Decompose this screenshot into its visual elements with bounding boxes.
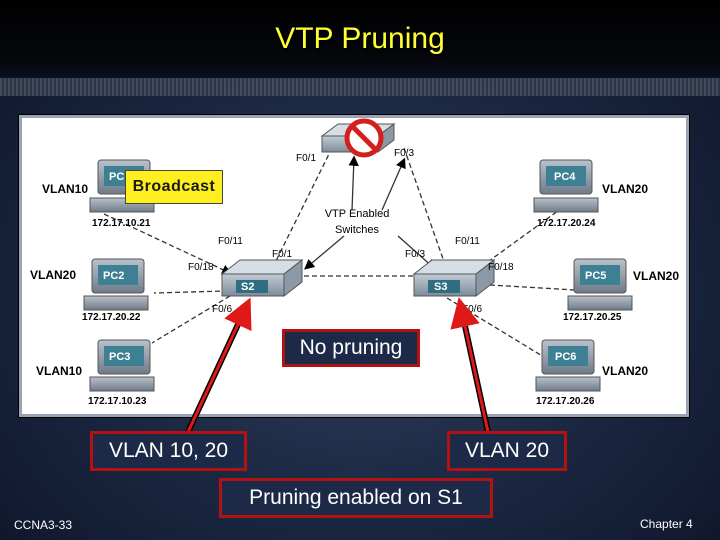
pc3-ip: 172.17.10.23 <box>88 396 147 407</box>
pc2-label: PC2 <box>103 270 125 282</box>
pc5-ip: 172.17.20.25 <box>563 312 622 323</box>
s3-port-f011: F0/11 <box>455 236 480 247</box>
pc4-ip: 172.17.20.24 <box>537 218 596 229</box>
pc1-vlan: VLAN10 <box>42 182 89 196</box>
pruning-enabled-callout: Pruning enabled on S1 <box>219 478 493 518</box>
network-diagram: S2 S3 PC1 PC2 PC3 PC4 PC5 PC6 VLAN10 VLA… <box>19 115 689 417</box>
pc3-vlan: VLAN10 <box>36 364 83 378</box>
pc1-ip: 172.17.10.21 <box>92 218 151 229</box>
footer-course-code: CCNA3-33 <box>14 518 73 532</box>
s1-port-right: F0/3 <box>394 148 415 159</box>
pc3-computer-icon <box>89 339 155 392</box>
switch-s2 <box>220 258 304 298</box>
pc2-vlan: VLAN20 <box>30 268 77 282</box>
pc2-ip: 172.17.20.22 <box>82 312 141 323</box>
switch-s3 <box>412 258 496 298</box>
s2-port-f01: F0/1 <box>272 249 293 260</box>
pc6-label: PC6 <box>555 351 577 363</box>
no-pruning-callout: No pruning <box>282 329 420 367</box>
pc6-vlan: VLAN20 <box>602 364 649 378</box>
pc2-computer-icon <box>83 258 149 311</box>
pc3-label: PC3 <box>109 351 131 363</box>
slide-title: VTP Pruning <box>275 22 445 55</box>
pc5-computer-icon <box>567 258 633 311</box>
pc6-ip: 172.17.20.26 <box>536 396 595 407</box>
s3-vlan-callout: VLAN 20 <box>447 431 567 471</box>
s3-port-f018: F0/18 <box>488 262 514 273</box>
diagram-graphics <box>83 118 633 392</box>
title-bar <box>0 0 720 78</box>
s3-port-f06: F0/6 <box>462 304 483 315</box>
pc6-computer-icon <box>535 339 601 392</box>
pc5-vlan: VLAN20 <box>633 269 680 283</box>
switch-s2-label: S2 <box>241 281 255 293</box>
no-pruning-icon <box>344 118 384 158</box>
switch-s3-label: S3 <box>434 281 448 293</box>
pc5-label: PC5 <box>585 270 607 282</box>
s2-port-f011: F0/11 <box>218 236 243 247</box>
s2-vlan-callout: VLAN 10, 20 <box>90 431 247 471</box>
pc4-vlan: VLAN20 <box>602 182 649 196</box>
broadcast-label: Broadcast <box>125 170 223 204</box>
vtp-note-line2: Switches <box>334 224 380 236</box>
pc4-label: PC4 <box>554 171 576 183</box>
vtp-note: VTP Enabled Switches <box>312 206 402 238</box>
footer-chapter: Chapter 4 <box>640 517 693 531</box>
pc4-computer-icon <box>533 159 599 213</box>
s2-port-f06: F0/6 <box>212 304 233 315</box>
s3-port-f03: F0/3 <box>405 249 426 260</box>
s1-port-left: F0/1 <box>296 153 317 164</box>
s2-port-f018: F0/18 <box>188 262 214 273</box>
decorative-stripe <box>0 78 720 96</box>
vtp-note-line1: VTP Enabled <box>324 208 390 220</box>
